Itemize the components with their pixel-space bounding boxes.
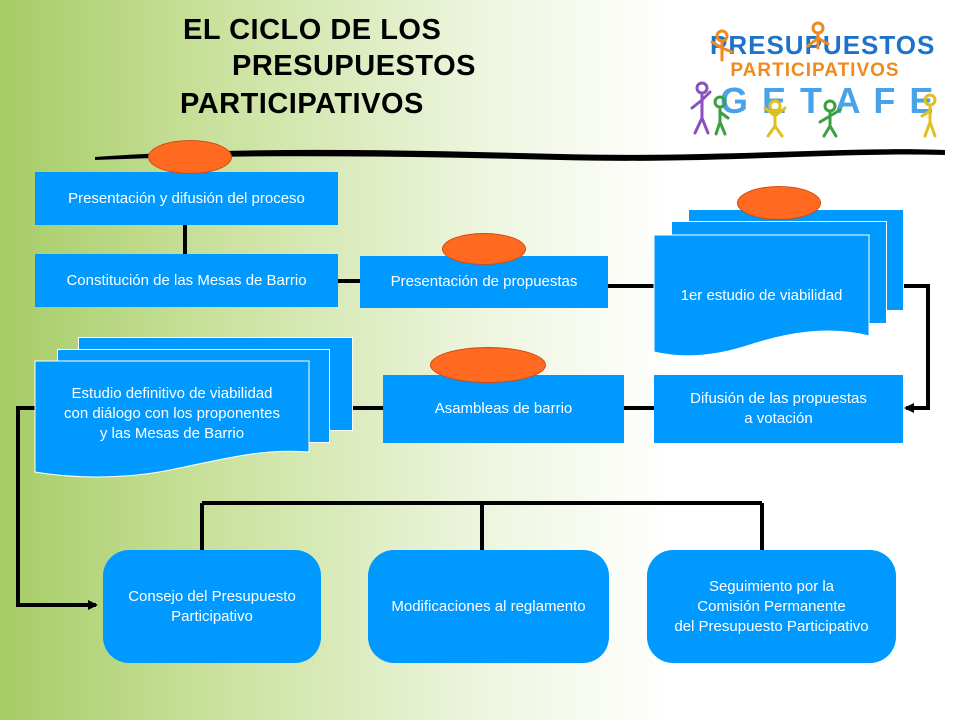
label-estudio-definitivo-2: con diálogo con los proponentes: [64, 405, 280, 422]
connector-estudio-consejo: [16, 406, 98, 610]
box-modificaciones: Modificaciones al reglamento: [368, 550, 609, 663]
label-primer-estudio: 1er estudio de viabilidad: [680, 287, 843, 304]
box-difusion-votacion: Difusión de las propuestas a votación: [654, 375, 903, 443]
label-estudio-definitivo-1: Estudio definitivo de viabilidad: [71, 385, 273, 402]
marker-asambleas: [430, 347, 546, 383]
connector-estudio-difusion: [903, 284, 930, 413]
label-presentacion-propuestas: Presentación de propuestas: [390, 273, 578, 290]
title-line-3: PARTICIPATIVOS: [180, 88, 424, 120]
box-seguimiento: Seguimiento por la Comisión Permanente d…: [647, 550, 896, 663]
title-line-2: PRESUPUESTOS: [232, 50, 476, 82]
label-modificaciones: Modificaciones al reglamento: [391, 597, 586, 615]
label-seguimiento-1: Seguimiento por la: [708, 577, 835, 595]
label-seguimiento-2: Comisión Permanente: [697, 597, 846, 615]
label-presentacion-difusion: Presentación y difusión del proceso: [68, 189, 305, 207]
logo-line-2: PARTICIPATIVOS: [730, 60, 900, 81]
logo-figures-icon: [690, 21, 937, 138]
label-estudio-definitivo-3: y las Mesas de Barrio: [99, 425, 245, 442]
label-constitucion-mesas: Constitución de las Mesas de Barrio: [66, 271, 307, 289]
title-line-1: EL CICLO DE LOS: [183, 14, 442, 46]
label-seguimiento-3: del Presupuesto Participativo: [674, 617, 869, 635]
label-consejo-2: Participativo: [171, 607, 253, 625]
brush-stroke: [95, 149, 945, 161]
logo: PRESUPUESTOS PARTICIPATIVOS G E T A F E: [680, 18, 940, 148]
box-consejo: Consejo del Presupuesto Participativo: [103, 550, 321, 663]
box-estudio-definitivo: Estudio definitivo de viabilidad con diá…: [28, 378, 316, 450]
label-difusion-votacion-2: a votación: [744, 410, 813, 427]
label-asambleas: Asambleas de barrio: [434, 400, 573, 417]
box-primer-estudio: 1er estudio de viabilidad: [654, 268, 869, 324]
marker-presentacion-difusion: [148, 140, 232, 174]
logo-line-1: PRESUPUESTOS: [710, 30, 936, 60]
label-difusion-votacion-1: Difusión de las propuestas: [690, 390, 867, 407]
label-consejo-1: Consejo del Presupuesto: [128, 587, 296, 605]
marker-primer-estudio: [737, 186, 821, 220]
box-asambleas: Asambleas de barrio: [383, 375, 624, 443]
box-constitucion-mesas: Constitución de las Mesas de Barrio: [35, 254, 338, 307]
marker-presentacion-propuestas: [442, 233, 526, 265]
box-presentacion-difusion: Presentación y difusión del proceso: [35, 172, 338, 225]
